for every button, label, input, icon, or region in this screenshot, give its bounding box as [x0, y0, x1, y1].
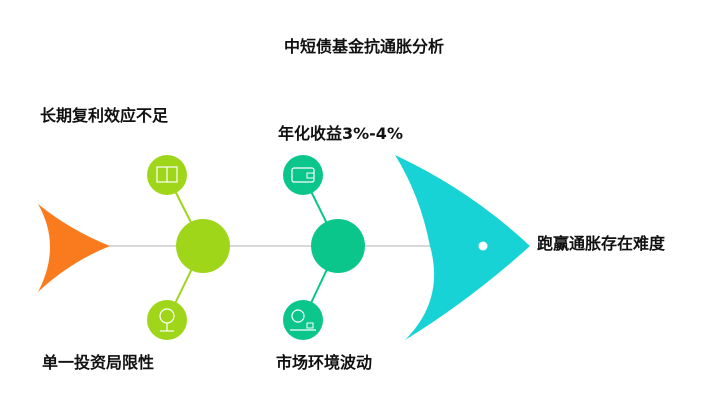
cause-node-2: [311, 219, 365, 273]
cause-label-2: 单一投资局限性: [42, 353, 155, 372]
cause-node-1: [176, 219, 230, 273]
wallet-icon: [283, 155, 323, 195]
fish-tail: [38, 204, 110, 292]
tree-icon: [147, 300, 187, 340]
effect-label: 跑赢通胀存在难度: [537, 234, 666, 253]
fish-eye: [478, 241, 488, 251]
cause-label-4: 市场环境波动: [276, 353, 373, 372]
diagram-title: 中短债基金抗通胀分析: [283, 37, 444, 56]
cause-label-1: 长期复利效应不足: [40, 106, 169, 125]
fish-head: [395, 155, 530, 340]
cause-label-3: 年化收益3%-4%: [278, 124, 403, 143]
book-icon: [147, 155, 187, 195]
landscape-icon: [283, 300, 323, 340]
